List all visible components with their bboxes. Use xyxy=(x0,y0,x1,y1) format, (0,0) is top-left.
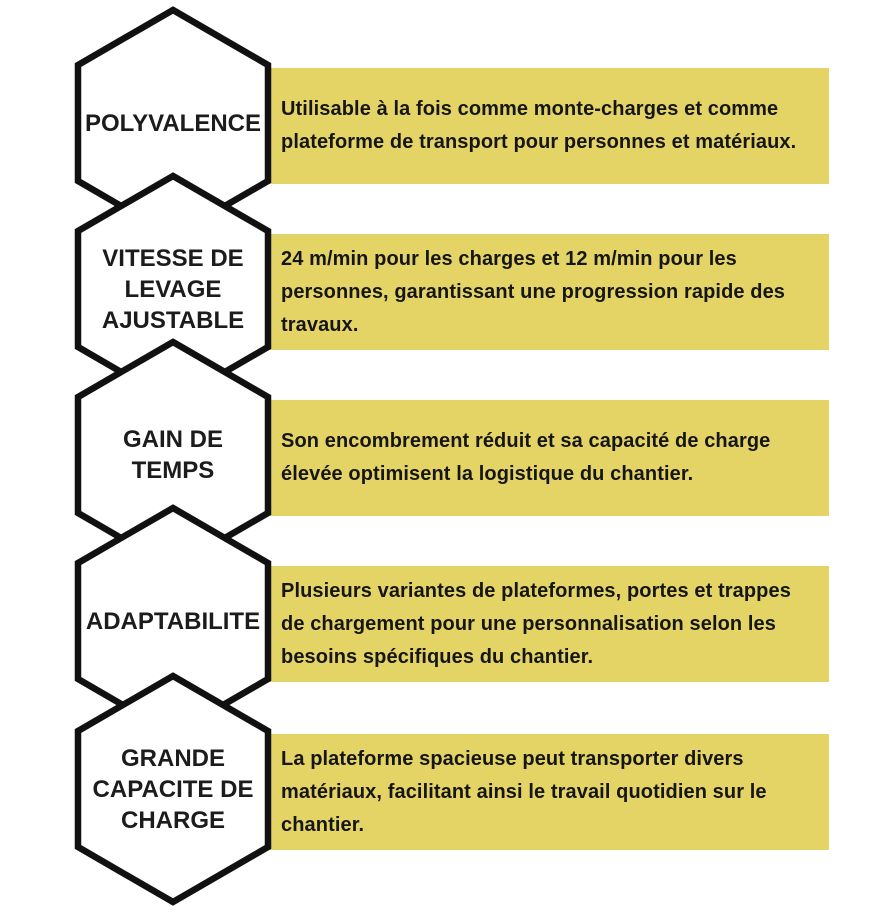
description-text: Plusieurs variantes de plateformes, port… xyxy=(281,579,791,668)
hexagon-label-capacite: GRANDE CAPACITE DE CHARGE xyxy=(92,744,254,834)
description-box-gain-de-temps: Son encombrement réduit et sa capacité d… xyxy=(266,400,829,516)
description-text: La plateforme spacieuse peut transporter… xyxy=(281,747,767,836)
description-text: Utilisable à la fois comme monte-charges… xyxy=(281,98,797,153)
description-box-vitesse: 24 m/min pour les charges et 12 m/min po… xyxy=(266,234,829,350)
description-box-capacite: La plateforme spacieuse peut transporter… xyxy=(266,734,829,850)
description-box-adaptabilite: Plusieurs variantes de plateformes, port… xyxy=(266,566,829,682)
description-text: 24 m/min pour les charges et 12 m/min po… xyxy=(281,247,786,336)
description-text: Son encombrement réduit et sa capacité d… xyxy=(281,430,771,485)
description-box-polyvalence: Utilisable à la fois comme monte-charges… xyxy=(266,68,829,184)
